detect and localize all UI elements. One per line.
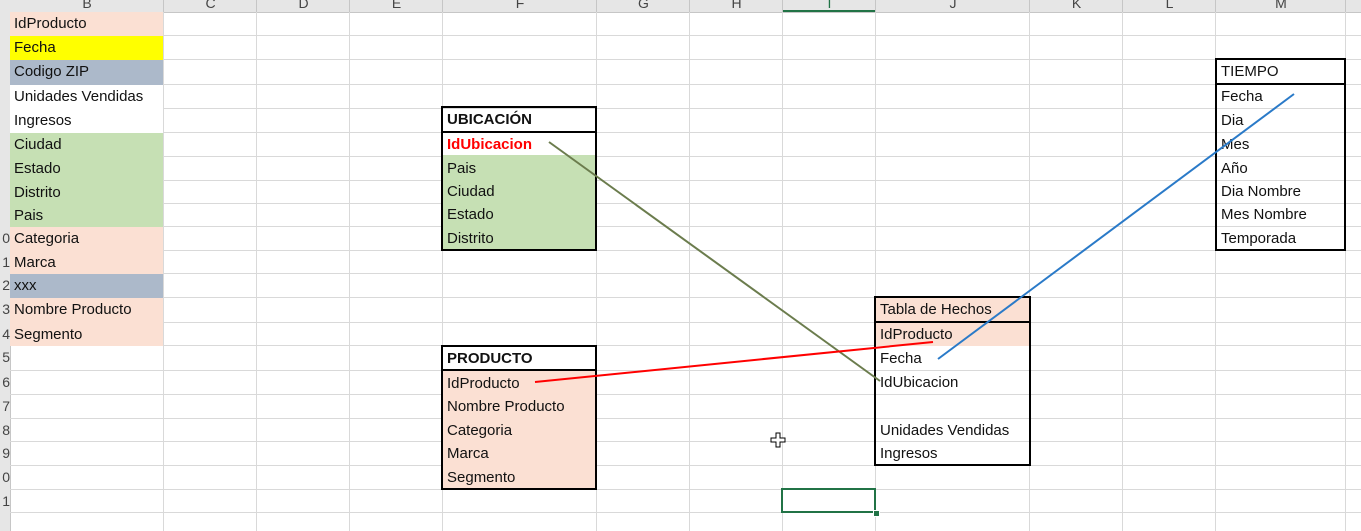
ubicacion-field[interactable]: Pais — [447, 160, 477, 177]
tiempo-field[interactable]: Dia — [1221, 112, 1244, 129]
producto-field[interactable]: IdProducto — [447, 375, 520, 392]
column-header-h[interactable]: H — [731, 0, 742, 11]
column-header-i[interactable]: I — [783, 0, 876, 12]
list-item[interactable]: Categoria — [10, 227, 163, 251]
tiempo-table-border — [1215, 58, 1346, 251]
list-item[interactable]: Distrito — [10, 181, 163, 204]
fact-table-field[interactable]: IdProducto — [880, 326, 953, 343]
tiempo-field[interactable]: Fecha — [1221, 88, 1263, 105]
move-cursor-icon — [770, 432, 786, 448]
list-item[interactable]: Segmento — [10, 323, 163, 346]
tiempo-field[interactable]: Mes Nombre — [1221, 206, 1307, 223]
ubicacion-field[interactable]: Ciudad — [447, 183, 495, 200]
active-cell-selection[interactable] — [781, 488, 876, 513]
row-header[interactable]: 0 — [2, 469, 10, 485]
list-item[interactable]: IdProducto — [10, 12, 163, 36]
tiempo-field[interactable]: Mes — [1221, 136, 1250, 153]
producto-title[interactable]: PRODUCTO — [447, 350, 533, 367]
column-header-row: B C D E F G H I J K L M — [0, 0, 1361, 13]
column-header-j[interactable]: J — [949, 0, 957, 11]
row-header[interactable]: 9 — [2, 445, 10, 461]
row-header[interactable]: 7 — [2, 398, 10, 414]
list-item[interactable]: Fecha — [10, 36, 163, 60]
producto-table-border — [441, 345, 597, 490]
list-item[interactable]: Marca — [10, 251, 163, 274]
fact-table-field[interactable]: Fecha — [880, 350, 922, 367]
tiempo-field[interactable]: Año — [1221, 160, 1248, 177]
tiempo-field[interactable]: Temporada — [1221, 230, 1297, 247]
producto-field[interactable]: Marca — [447, 445, 489, 462]
row-header[interactable]: 4 — [2, 326, 10, 342]
tiempo-field[interactable]: Dia Nombre — [1221, 183, 1302, 200]
producto-field[interactable]: Categoria — [447, 422, 513, 439]
column-header-m[interactable]: M — [1275, 0, 1287, 11]
column-header-g[interactable]: G — [638, 0, 649, 11]
column-header-f[interactable]: F — [515, 0, 525, 11]
ubicacion-table-border — [441, 106, 597, 251]
producto-field[interactable]: Nombre Producto — [447, 398, 565, 415]
row-header[interactable]: 2 — [2, 277, 10, 293]
fact-table-field[interactable]: IdUbicacion — [880, 374, 959, 391]
column-header-e[interactable]: E — [391, 0, 402, 11]
column-header-d[interactable]: D — [298, 0, 309, 11]
list-item[interactable]: Pais — [10, 204, 163, 227]
fact-table-border — [874, 296, 1031, 466]
column-header-l[interactable]: L — [1165, 0, 1174, 11]
list-item[interactable]: xxx — [10, 274, 163, 298]
list-item[interactable]: Nombre Producto — [10, 298, 163, 323]
column-header-k[interactable]: K — [1071, 0, 1082, 11]
row-header[interactable]: 6 — [2, 374, 10, 390]
list-item[interactable]: Ingresos — [10, 109, 163, 133]
list-item[interactable]: Ciudad — [10, 133, 163, 157]
list-item[interactable]: Codigo ZIP — [10, 60, 163, 85]
row-header[interactable]: 0 — [2, 230, 10, 246]
ubicacion-relationship-line[interactable] — [548, 141, 881, 382]
ubicacion-field[interactable]: Estado — [447, 206, 494, 223]
row-header[interactable]: 5 — [2, 349, 10, 365]
ubicacion-title[interactable]: UBICACIÓN — [447, 111, 532, 128]
fact-table-title[interactable]: Tabla de Hechos — [880, 301, 992, 318]
producto-field[interactable]: Segmento — [447, 469, 516, 486]
tiempo-title[interactable]: TIEMPO — [1221, 63, 1279, 80]
fact-table-field[interactable]: Ingresos — [880, 445, 938, 462]
fill-handle[interactable] — [873, 510, 880, 517]
tiempo-relationship-line[interactable] — [937, 93, 1295, 360]
column-header-c[interactable]: C — [205, 0, 216, 11]
row-header[interactable]: 8 — [2, 422, 10, 438]
ubicacion-field[interactable]: Distrito — [447, 230, 494, 247]
column-header-b[interactable]: B — [82, 0, 92, 11]
fact-table-field[interactable]: Unidades Vendidas — [880, 422, 1010, 439]
list-item[interactable]: Unidades Vendidas — [10, 85, 163, 109]
ubicacion-key-field[interactable]: IdUbicacion — [447, 136, 533, 153]
producto-relationship-line[interactable] — [534, 341, 934, 383]
row-header[interactable]: 1 — [2, 254, 10, 270]
row-header[interactable]: 3 — [2, 301, 10, 317]
list-item[interactable]: Estado — [10, 157, 163, 181]
row-header[interactable]: 1 — [2, 493, 10, 509]
